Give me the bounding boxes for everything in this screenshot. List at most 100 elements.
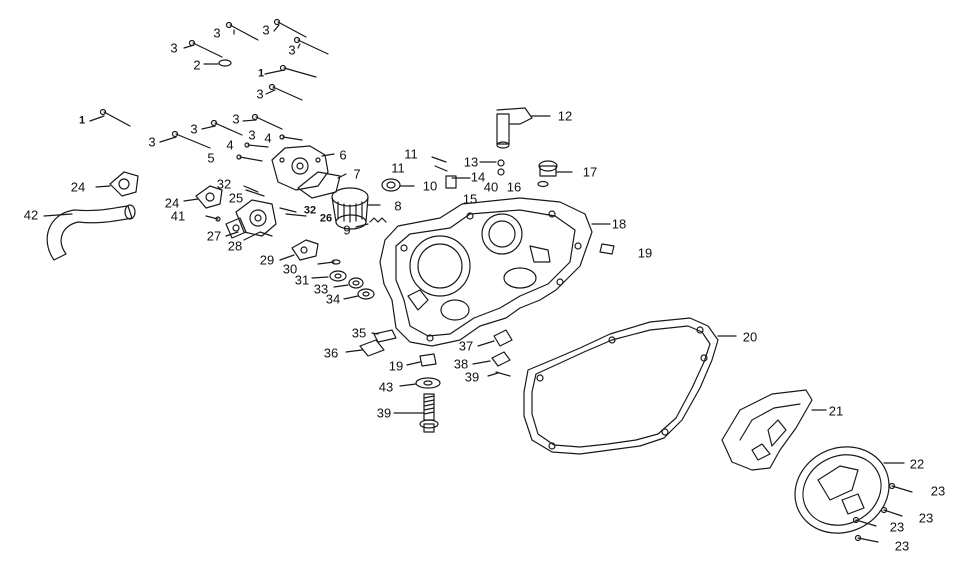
callout-17: 17 xyxy=(582,164,598,180)
bolt-icon xyxy=(188,39,223,58)
callout-22: 22 xyxy=(909,456,925,472)
callout-39: 39 xyxy=(376,405,392,421)
gasket-small xyxy=(297,171,347,199)
callout-24: 24 xyxy=(70,179,86,195)
callout-29: 29 xyxy=(259,252,275,268)
callout-23: 23 xyxy=(930,483,946,499)
callout-8: 8 xyxy=(394,198,402,214)
bolt-icon xyxy=(210,119,243,136)
screw-group xyxy=(852,482,913,543)
callout-24: 24 xyxy=(164,195,180,211)
callout-23: 23 xyxy=(918,510,934,526)
thermostat-housing xyxy=(95,171,139,197)
bolt-icon xyxy=(268,83,303,101)
cover-gasket xyxy=(523,317,737,455)
callout-23: 23 xyxy=(889,519,905,535)
bolt-icon xyxy=(236,154,263,162)
bearing-group xyxy=(311,259,375,300)
callout-38: 38 xyxy=(453,356,469,372)
bolt-icon xyxy=(244,142,269,148)
callout-2: 2 xyxy=(193,57,201,73)
bolt-icon xyxy=(251,113,283,130)
callout-37: 37 xyxy=(458,338,474,354)
callout-39: 39 xyxy=(464,369,480,385)
washer-icon xyxy=(203,59,232,67)
bolt-group-middle xyxy=(89,108,303,162)
callout-32: 32 xyxy=(216,176,232,192)
callout-1: 1 xyxy=(257,67,265,80)
bolt-icon xyxy=(225,21,259,41)
callout-19: 19 xyxy=(388,358,404,374)
callout-33: 33 xyxy=(313,281,329,297)
crankcase-cover xyxy=(379,197,611,347)
callout-3: 3 xyxy=(256,86,264,102)
callout-3: 3 xyxy=(148,134,156,150)
callout-28: 28 xyxy=(227,238,243,254)
bolt-icon xyxy=(279,64,317,78)
dowel-pin xyxy=(599,243,615,255)
callout-23: 23 xyxy=(894,538,910,554)
oil-filter xyxy=(331,187,381,230)
screw-icon xyxy=(880,506,903,517)
callout-3: 3 xyxy=(213,25,221,41)
bolt-icon xyxy=(273,18,307,38)
callout-43: 43 xyxy=(378,379,394,395)
screw-icon xyxy=(888,482,913,493)
callout-3: 3 xyxy=(262,22,270,38)
callout-3: 3 xyxy=(232,111,240,127)
callout-9: 9 xyxy=(343,222,351,238)
oil-plug xyxy=(537,160,573,188)
screw-icon xyxy=(852,516,877,527)
callout-19: 19 xyxy=(637,245,653,261)
callout-4: 4 xyxy=(264,130,272,146)
bolt-icon xyxy=(279,134,303,141)
callout-20: 20 xyxy=(742,329,758,345)
callout-1: 1 xyxy=(78,114,86,127)
callout-31: 31 xyxy=(294,272,310,288)
callout-13: 13 xyxy=(463,154,479,170)
callout-3: 3 xyxy=(190,121,198,137)
callout-3: 3 xyxy=(288,42,296,58)
callout-11: 11 xyxy=(404,146,418,162)
callout-41: 41 xyxy=(170,208,186,224)
kick-shaft xyxy=(431,107,551,189)
callout-11: 11 xyxy=(391,160,405,176)
callout-4: 4 xyxy=(226,137,234,153)
callout-10: 10 xyxy=(422,178,438,194)
callout-7: 7 xyxy=(353,166,361,182)
callout-12: 12 xyxy=(557,108,573,124)
callout-40: 40 xyxy=(483,179,499,195)
callout-16: 16 xyxy=(506,179,522,195)
callout-36: 36 xyxy=(323,345,339,361)
callout-21: 21 xyxy=(828,403,844,419)
callout-18: 18 xyxy=(611,216,627,232)
callout-25: 25 xyxy=(228,190,244,206)
lower-parts xyxy=(345,329,513,433)
callout-26: 26 xyxy=(319,212,333,225)
bolt-icon xyxy=(293,36,329,55)
callout-32: 32 xyxy=(303,204,317,217)
screw-icon xyxy=(854,534,879,543)
bolt-icon xyxy=(99,108,131,127)
oil-seal xyxy=(381,178,415,192)
callout-42: 42 xyxy=(23,207,39,223)
spring xyxy=(355,217,387,228)
callout-5: 5 xyxy=(207,150,215,166)
callout-27: 27 xyxy=(206,228,222,244)
callout-3: 3 xyxy=(248,127,256,143)
clutch-cover xyxy=(794,446,905,534)
clutch-plate xyxy=(721,389,827,471)
callout-15: 15 xyxy=(462,191,478,207)
water-pump xyxy=(183,185,319,261)
callout-6: 6 xyxy=(339,147,347,163)
coolant-hose xyxy=(43,204,136,261)
pump-cover xyxy=(271,145,335,191)
callout-30: 30 xyxy=(282,261,298,277)
callout-34: 34 xyxy=(325,291,341,307)
bolt-group-top xyxy=(183,18,329,101)
callout-14: 14 xyxy=(470,169,486,185)
bolt-icon xyxy=(171,130,211,149)
callout-3: 3 xyxy=(170,40,178,56)
